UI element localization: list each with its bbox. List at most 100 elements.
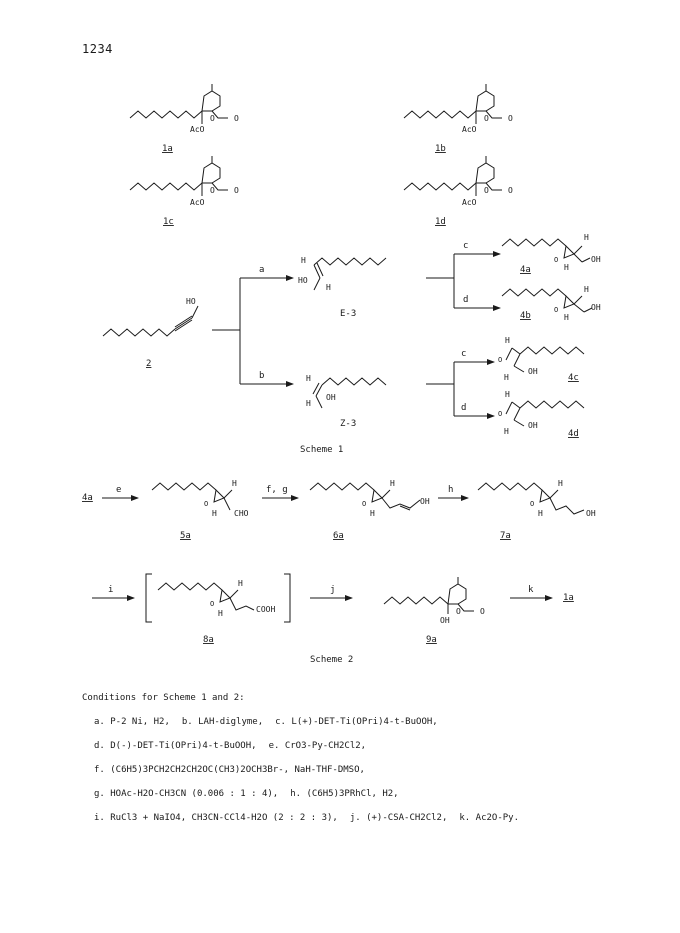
- conditions-block: Conditions for Scheme 1 and 2: a. P-2 Ni…: [82, 686, 642, 830]
- label-arrow-h: h: [448, 485, 453, 495]
- compound-4d-structure: O H H OH: [498, 390, 585, 436]
- carbonyl-o-1c: O: [234, 186, 239, 195]
- condition-j: j. (+)-CSA-CH2Cl2,: [349, 813, 448, 823]
- epoxide-o-4d: O: [498, 410, 502, 418]
- epoxide-o-4c: O: [498, 356, 502, 364]
- label-arrow-b: b: [259, 371, 264, 381]
- ring-o-9a: O: [456, 607, 461, 616]
- conditions-row-4: g. HOAc-H2O-CH3CN (0.006 : 1 : 4), h. (C…: [82, 782, 642, 806]
- label-e3: E-3: [340, 309, 356, 319]
- compound-8a-structure: O H H COOH: [157, 579, 275, 618]
- compound-1d-structure: O O AcO: [403, 156, 513, 207]
- condition-h: h. (C6H5)3PRhCl, H2,: [290, 789, 399, 799]
- epoxide-o-4b: O: [554, 306, 558, 314]
- h-4d-a: H: [505, 390, 510, 399]
- label-arrow-d-bot: d: [461, 403, 466, 413]
- h-8a-b: H: [218, 609, 223, 618]
- h-5a-b: H: [212, 509, 217, 518]
- epoxide-o-8a: O: [210, 600, 214, 608]
- ring-o-1c: O: [210, 186, 215, 195]
- condition-g: g. HOAc-H2O-CH3CN (0.006 : 1 : 4),: [94, 789, 279, 799]
- page-number: 1234: [82, 42, 113, 56]
- condition-b: b. LAH-diglyme,: [181, 717, 264, 727]
- compound-4a-structure: O H H OH: [501, 233, 601, 272]
- condition-c: c. L(+)-DET-Ti(OPri)4-t-BuOOH,: [275, 717, 438, 727]
- bracket-right: [284, 573, 291, 623]
- ho-e3: HO: [298, 276, 308, 285]
- label-arrow-e: e: [116, 485, 121, 495]
- hydroxyl-2: HO: [186, 297, 196, 306]
- carbonyl-o-9a: O: [480, 607, 485, 616]
- label-arrow-d-top: d: [463, 295, 468, 305]
- label-1c: 1c: [163, 217, 174, 227]
- compound-9a-structure: O O OH: [383, 577, 485, 625]
- compound-1a-structure: O O AcO: [129, 84, 239, 134]
- acetate-1a: AcO: [190, 125, 205, 134]
- h-7a-a: H: [558, 479, 563, 488]
- label-9a: 9a: [426, 635, 437, 645]
- label-7a: 7a: [500, 531, 511, 541]
- h-7a-b: H: [538, 509, 543, 518]
- epoxide-o-7a: O: [530, 500, 534, 508]
- label-2: 2: [146, 359, 151, 369]
- label-1b: 1b: [435, 144, 446, 154]
- compound-z3-structure: H H OH: [306, 374, 387, 409]
- h-4a-a: H: [584, 233, 589, 242]
- h-4c-a: H: [505, 336, 510, 345]
- label-arrow-j: j: [330, 585, 335, 595]
- scheme-1-caption: Scheme 1: [300, 445, 343, 455]
- oh-9a: OH: [440, 616, 450, 625]
- label-8a: 8a: [203, 635, 214, 645]
- carbonyl-o-1d: O: [508, 186, 513, 195]
- cooh-8a: COOH: [256, 605, 275, 614]
- h-6a-b: H: [370, 509, 375, 518]
- oh-4b: OH: [591, 303, 601, 312]
- h-z3-bot: H: [306, 399, 311, 408]
- label-5a: 5a: [180, 531, 191, 541]
- compound-1c-structure: O O AcO: [129, 156, 239, 207]
- label-arrow-k: k: [528, 585, 534, 595]
- conditions-row-1: a. P-2 Ni, H2, b. LAH-diglyme, c. L(+)-D…: [82, 710, 642, 734]
- compound-1b-structure: O O AcO: [403, 84, 513, 134]
- label-4a-start: 4a: [82, 493, 93, 503]
- ring-o-1d: O: [484, 186, 489, 195]
- oh-z3: OH: [326, 393, 336, 402]
- carbonyl-o-1b: O: [508, 114, 513, 123]
- label-arrow-c-top: c: [463, 241, 468, 251]
- oh-4c: OH: [528, 367, 538, 376]
- h-4b-b: H: [564, 313, 569, 322]
- label-arrow-a: a: [259, 265, 264, 275]
- conditions-title: Conditions for Scheme 1 and 2:: [82, 693, 245, 703]
- compound-5a-structure: O H H CHO: [151, 479, 249, 518]
- compound-6a-structure: O H H OH: [309, 479, 430, 518]
- condition-a: a. P-2 Ni, H2,: [94, 717, 170, 727]
- compound-4c-structure: O H H OH: [498, 336, 585, 382]
- label-1a: 1a: [162, 144, 173, 154]
- condition-d: d. D(-)-DET-Ti(OPri)4-t-BuOOH,: [94, 741, 257, 751]
- epoxide-o-6a: O: [362, 500, 366, 508]
- compound-e3-structure: H H HO: [298, 256, 387, 292]
- ring-o-1a: O: [210, 114, 215, 123]
- oh-6a: OH: [420, 497, 430, 506]
- condition-i: i. RuCl3 + NaIO4, CH3CN-CCl4-H2O (2 : 2 …: [94, 813, 338, 823]
- oh-4a: OH: [591, 255, 601, 264]
- acetate-1b: AcO: [462, 125, 477, 134]
- h-4b-a: H: [584, 285, 589, 294]
- h-e3-top: H: [301, 256, 306, 265]
- h-4d-b: H: [504, 427, 509, 436]
- h-4a-b: H: [564, 263, 569, 272]
- label-4d: 4d: [568, 429, 579, 439]
- compound-4b-structure: O H H OH: [501, 285, 601, 322]
- label-arrow-fg: f, g: [266, 485, 288, 495]
- label-arrow-c-bot: c: [461, 349, 466, 359]
- conditions-row-2: d. D(-)-DET-Ti(OPri)4-t-BuOOH, e. CrO3-P…: [82, 734, 642, 758]
- label-arrow-i: i: [108, 585, 113, 595]
- epoxide-o-4a: O: [554, 256, 558, 264]
- oh-4d: OH: [528, 421, 538, 430]
- label-1d: 1d: [435, 217, 446, 227]
- h-e3-bot: H: [326, 283, 331, 292]
- compound-7a-structure: O H H OH: [477, 479, 596, 518]
- carbonyl-o-1a: O: [234, 114, 239, 123]
- oh-7a: OH: [586, 509, 596, 518]
